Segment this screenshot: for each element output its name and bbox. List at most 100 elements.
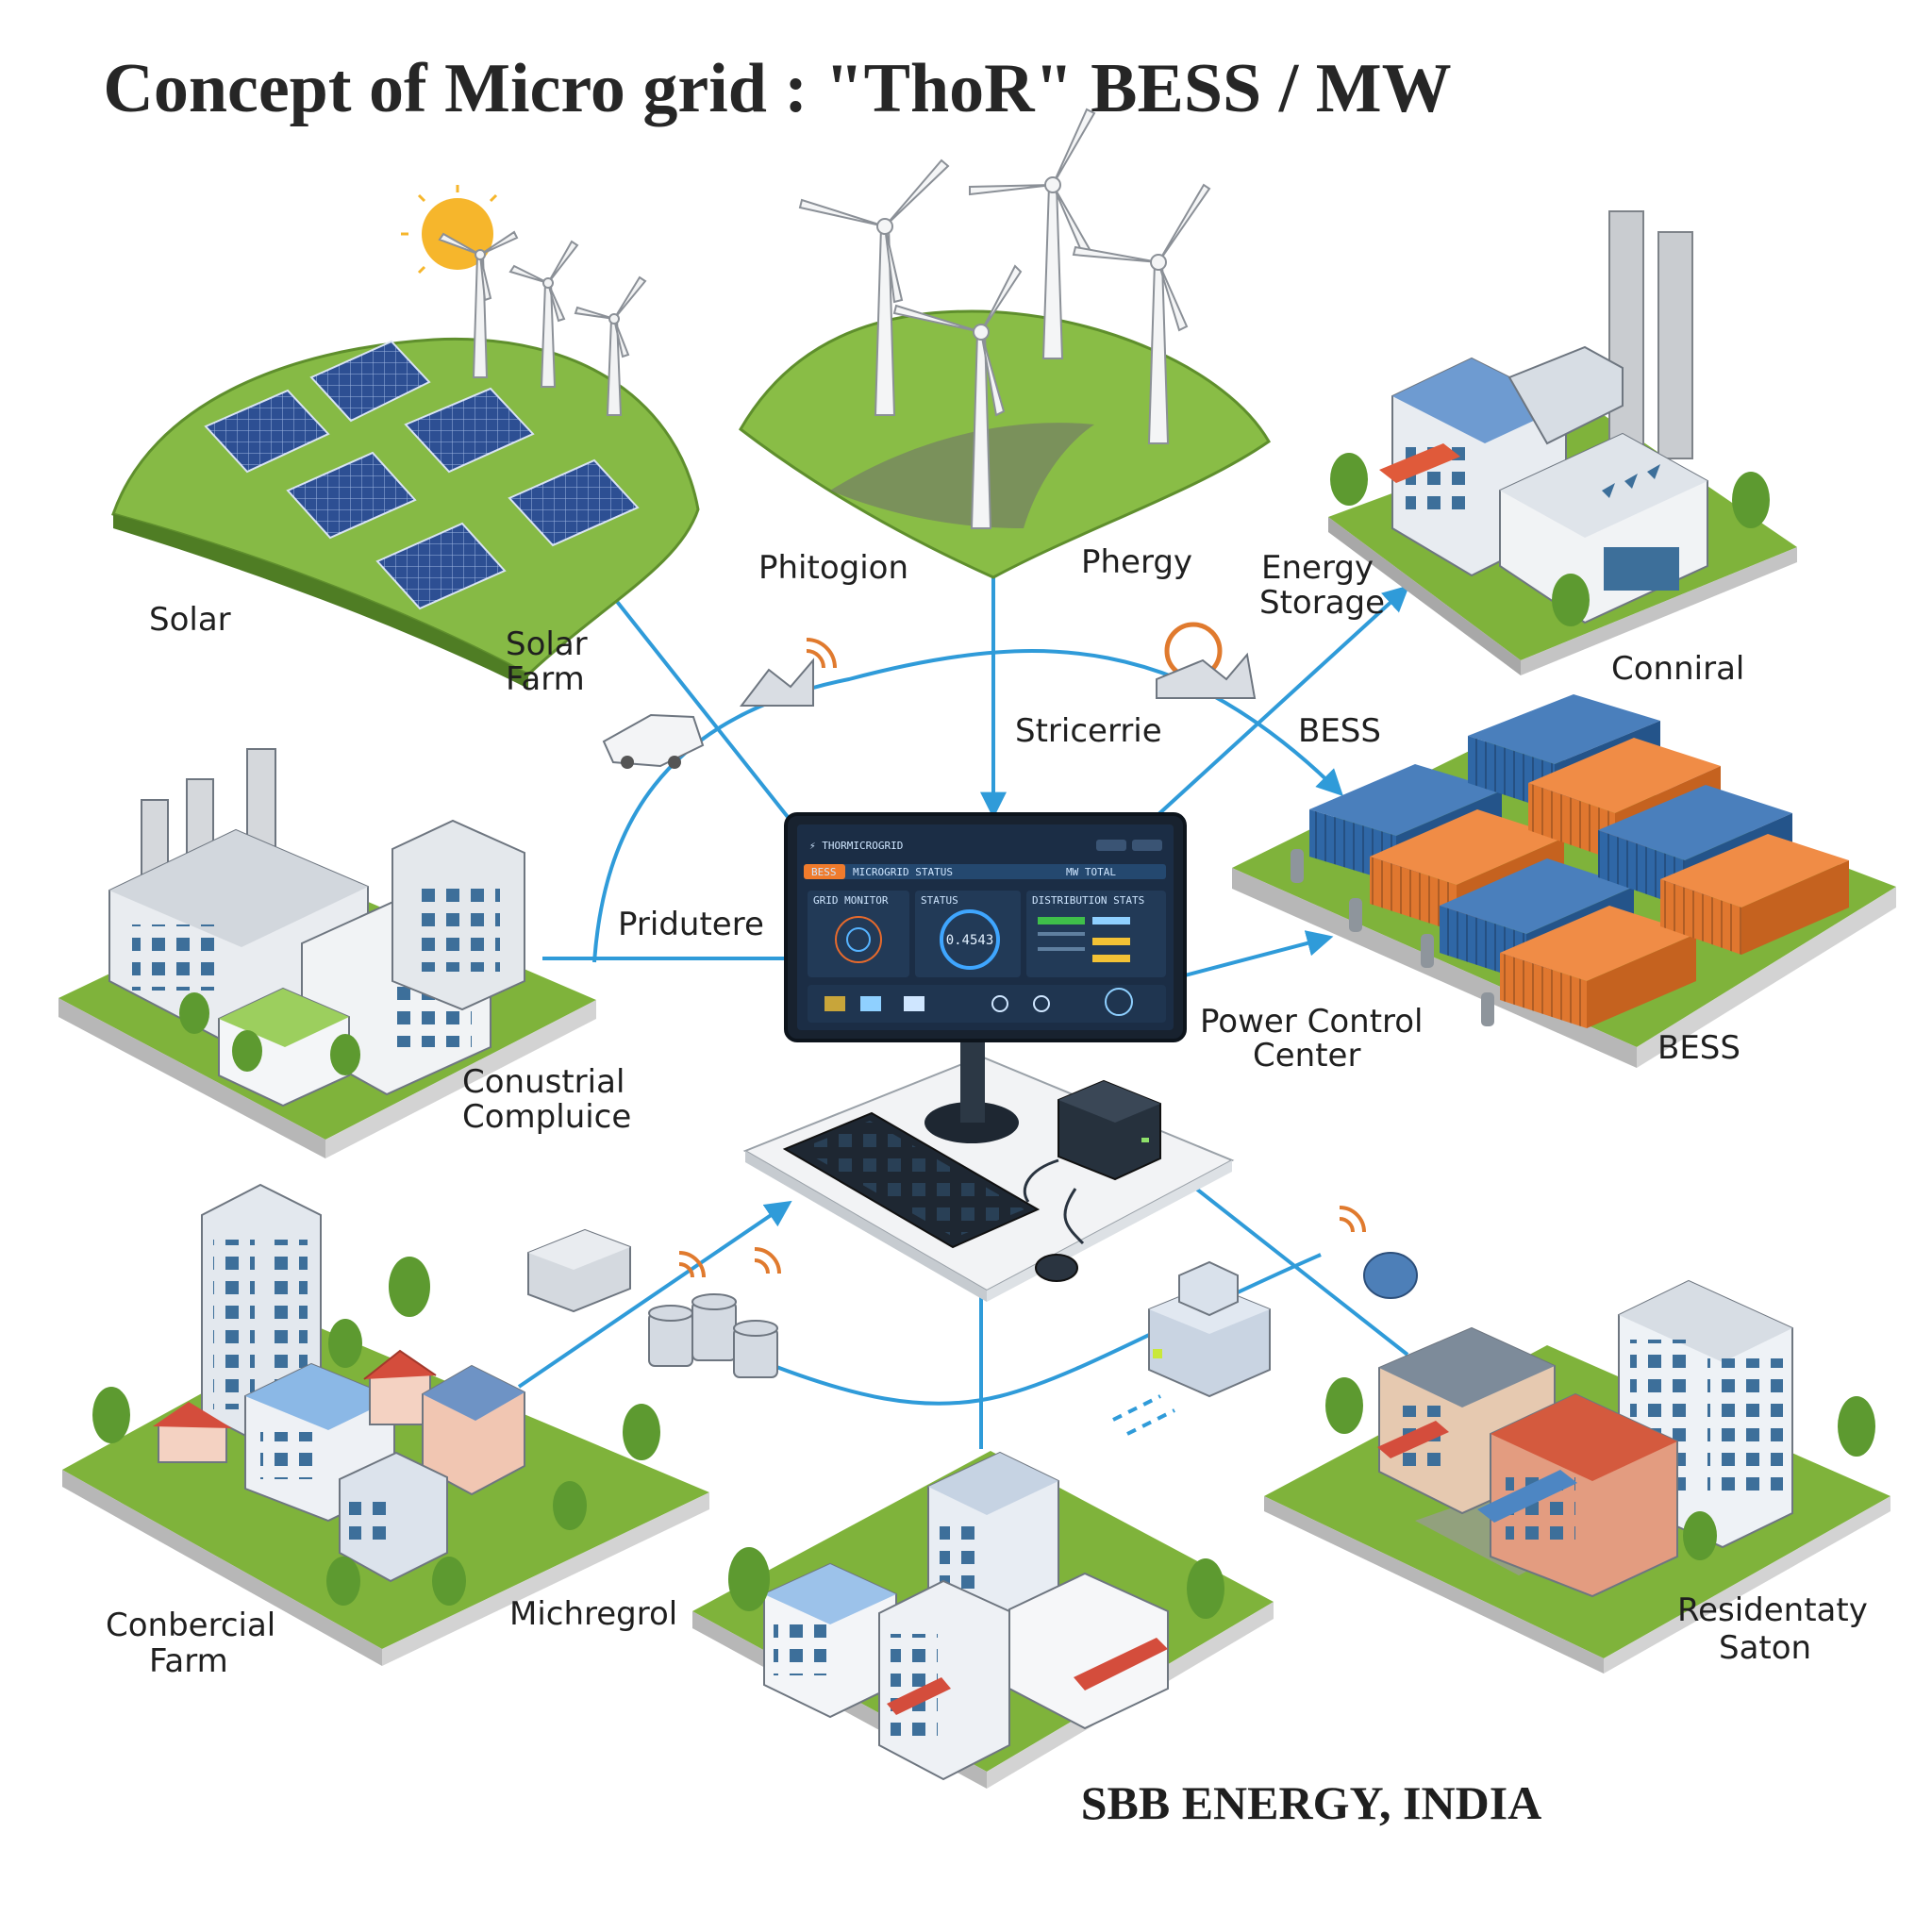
solar-panel xyxy=(404,387,535,474)
wind-turbine-icon xyxy=(969,108,1096,359)
label-solar-farm-line2: Farm xyxy=(506,660,585,698)
tree-icon xyxy=(1683,1511,1717,1560)
label-stricerrie: Stricerrie xyxy=(1015,712,1162,750)
label-phitogion: Phitogion xyxy=(758,549,908,587)
tree-icon xyxy=(1325,1377,1363,1434)
commercial-district xyxy=(62,1183,709,1666)
service-van-icon xyxy=(602,713,705,769)
label-commercial-farm-line2: Farm xyxy=(149,1642,228,1680)
smokestack xyxy=(1608,210,1644,448)
shop-awning xyxy=(887,1677,951,1715)
screen-tab-3[interactable]: MW TOTAL xyxy=(1066,866,1116,878)
shop-awning xyxy=(1377,1421,1449,1458)
label-michregrol: Michregrol xyxy=(509,1595,677,1633)
wind-turbine-icon xyxy=(1072,183,1211,444)
storage-tanks-node xyxy=(648,1247,781,1378)
mouse-icon xyxy=(1035,1254,1078,1282)
wifi-signal-icon xyxy=(1339,1206,1366,1233)
industrial-trees xyxy=(179,992,360,1075)
plant-trees xyxy=(1330,453,1770,626)
label-residential-line2: Saton xyxy=(1719,1629,1811,1667)
connector-to-residential xyxy=(1194,1187,1409,1357)
label-pridutere: Pridutere xyxy=(618,906,764,943)
diagram-title: Concept of Micro grid : "ThoR" BESS / MW xyxy=(103,50,1451,127)
screen-toolbar-icons[interactable] xyxy=(824,988,1133,1016)
tree-icon xyxy=(389,1257,430,1317)
shop-awning xyxy=(1074,1638,1168,1690)
wind-hill-road xyxy=(830,423,1094,528)
battery-container-orange xyxy=(1500,906,1696,1028)
residential-district xyxy=(1264,1279,1890,1674)
wifi-signal-icon xyxy=(754,1247,781,1274)
screen-panel-3-title: DISTRIBUTION STATS xyxy=(1032,894,1144,907)
label-energy-storage-line2: Storage xyxy=(1259,584,1385,622)
screen-panel-1-title: GRID MONITOR xyxy=(813,894,889,907)
shop-awning xyxy=(1477,1470,1577,1523)
screen-gauge-value: 0.4543 xyxy=(946,933,994,948)
microgrid-building-block xyxy=(692,1451,1274,1789)
tree-icon xyxy=(1838,1396,1875,1457)
label-conniral: Conniral xyxy=(1611,650,1744,688)
label-power-control-line2: Center xyxy=(1253,1037,1360,1074)
tree-icon xyxy=(432,1557,466,1606)
battery-containers xyxy=(1309,694,1849,1028)
tree-icon xyxy=(1330,453,1368,506)
tree-icon xyxy=(232,1030,262,1072)
wireless-sensor-left xyxy=(739,638,837,707)
label-energy-storage-line1: Energy xyxy=(1261,549,1374,587)
connector-to-energy-storage xyxy=(1154,585,1410,819)
tree-icon xyxy=(179,992,209,1034)
tree-icon xyxy=(328,1319,362,1368)
label-bess-top: BESS xyxy=(1298,712,1381,750)
wind-turbine-icon xyxy=(508,240,579,388)
screen-header: ⚡ THORMICROGRID xyxy=(809,840,903,852)
screen-tab-active-label: BESS xyxy=(811,866,837,878)
microgrid-trees xyxy=(728,1547,1224,1619)
connector-to-solar-farm xyxy=(600,580,790,819)
wifi-signal-icon xyxy=(806,638,837,669)
wind-turbine-icon xyxy=(798,158,950,416)
wifi-signal-icon xyxy=(678,1251,706,1278)
solar-panels xyxy=(204,340,640,610)
connector-dashed-signal xyxy=(1112,1394,1175,1436)
connector-from-commercial xyxy=(517,1200,792,1389)
tree-icon xyxy=(1187,1558,1224,1619)
container-cable-connectors xyxy=(1291,849,1494,1026)
small-wind-turbines xyxy=(438,230,647,416)
tree-icon xyxy=(1732,472,1770,528)
transformer-node xyxy=(1339,1206,1418,1299)
sun-rays xyxy=(401,185,498,275)
solar-farm-scene xyxy=(111,185,700,689)
substation-node xyxy=(1148,1260,1271,1398)
solar-panel xyxy=(508,458,640,547)
tree-icon xyxy=(623,1404,660,1460)
solar-panel xyxy=(309,340,431,423)
monitor-stand xyxy=(960,1032,985,1123)
solar-panel xyxy=(204,389,330,474)
screen-panel-2-title: STATUS xyxy=(921,894,958,907)
label-power-control-line1: Power Control xyxy=(1200,1003,1424,1041)
solar-panel xyxy=(286,451,417,540)
bess-container-yard xyxy=(1232,694,1896,1068)
industrial-complex xyxy=(58,748,596,1158)
tree-icon xyxy=(553,1481,587,1530)
battery-container-orange xyxy=(1660,834,1849,955)
tree-icon xyxy=(330,1034,360,1075)
screen-tab-active[interactable] xyxy=(804,864,845,879)
screen-tab-2[interactable]: MICROGRID STATUS xyxy=(853,866,953,878)
footer-company: SBB ENERGY, INDIA xyxy=(1081,1776,1542,1829)
connector-to-bess-yard xyxy=(1184,930,1334,977)
tree-icon xyxy=(92,1387,130,1443)
tree-icon xyxy=(1552,574,1590,626)
tree-icon xyxy=(728,1547,770,1611)
gauge-sensor-right xyxy=(1156,622,1257,699)
screen-panel-stats xyxy=(1026,891,1166,977)
smokestack xyxy=(1657,231,1693,459)
connector-arc-to-bess xyxy=(592,649,1343,963)
label-commercial-farm-line1: Conbercial xyxy=(106,1607,275,1644)
label-residential-line1: Residentaty xyxy=(1677,1591,1868,1629)
solar-panel xyxy=(375,522,507,610)
wind-farm-scene xyxy=(739,108,1271,579)
commercial-trees xyxy=(92,1257,660,1606)
